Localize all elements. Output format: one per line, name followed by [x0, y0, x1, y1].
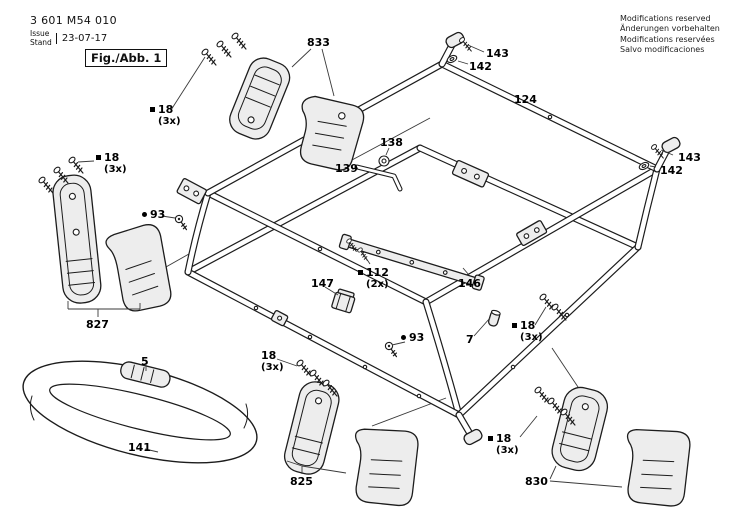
notice-line-de: Änderungen vorbehalten — [620, 24, 720, 34]
screw-143-top — [458, 36, 475, 54]
carry-strap-141 — [22, 360, 258, 464]
handle-830-cap — [626, 429, 691, 507]
handle-825-cap — [354, 428, 419, 507]
leader-lines — [67, 44, 674, 488]
pin-7 — [487, 309, 501, 327]
mounting-plates — [176, 159, 548, 327]
handle-830-outer — [551, 386, 609, 472]
handle-833-cap — [299, 95, 365, 171]
notice-line-es: Salvo modificaciones — [620, 45, 705, 55]
strap-grip-5 — [120, 361, 171, 388]
notice-line-fr: Modifications reservées — [620, 34, 715, 44]
handle-827-cap — [105, 224, 172, 312]
issue-date: 23-07-17 — [55, 33, 107, 45]
issue-label: Issue — [30, 29, 50, 38]
crossbar-146 — [338, 233, 485, 291]
handle-827-outer — [52, 174, 102, 304]
allen-key-139 — [354, 164, 403, 192]
screws-18-right — [538, 292, 570, 323]
stand-label: Stand — [30, 37, 52, 47]
frame-feet — [438, 30, 683, 447]
screws-18-top — [200, 31, 250, 68]
figure-label: Fig./Abb. 1 — [85, 49, 168, 68]
handle-825-outer — [283, 381, 340, 475]
title-block: 3 601 M54 010 Issue Stand 23-07-17 Fig./… — [30, 14, 168, 68]
clamp-147 — [331, 288, 356, 314]
handle-833-outer — [229, 57, 291, 140]
spacer-138 — [378, 155, 390, 167]
bolt-93-left — [173, 213, 191, 233]
part-number: 3 601 M54 010 — [30, 14, 117, 27]
notice-line-en: Modifications reserved — [620, 14, 711, 23]
modifications-notice: Modifications reserved Änderungen vorbeh… — [620, 14, 720, 56]
